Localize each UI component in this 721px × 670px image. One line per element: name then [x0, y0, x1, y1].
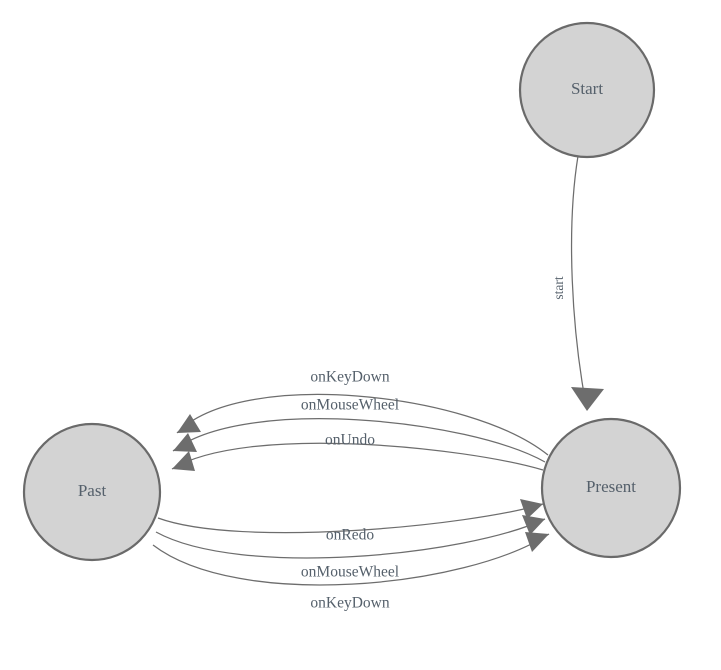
edge-label-onmousewheel-top: onMouseWheel: [301, 397, 399, 414]
edge-path: [176, 393, 549, 456]
node-past[interactable]: Past: [22, 422, 162, 562]
edge-present-to-past-onkeydown[interactable]: [176, 393, 549, 456]
edge-label-onkeydown-bottom: onKeyDown: [310, 595, 389, 612]
node-label: Start: [571, 79, 603, 98]
edge-present-to-past-onmousewheel[interactable]: [172, 418, 546, 463]
edge-group-present-to-past: [171, 393, 549, 471]
edge-path: [570, 155, 587, 406]
edge-label-onmousewheel-bottom: onMouseWheel: [301, 564, 399, 581]
edge-past-to-present-onredo[interactable]: [157, 499, 544, 534]
node-shape: [22, 422, 162, 562]
edge-group-past-to-present: [152, 499, 550, 586]
edge-path: [157, 503, 544, 534]
arrow-head-icon: [571, 387, 604, 411]
node-label: Present: [586, 477, 636, 496]
edge-start-to-present[interactable]: [570, 155, 604, 411]
edge-path: [155, 518, 546, 559]
edge-label-group: start onKeyDown onMouseWheel onUndo onRe…: [301, 276, 566, 611]
node-label: Past: [78, 481, 107, 500]
edge-present-to-past-onundo[interactable]: [171, 442, 544, 471]
arrow-head-icon: [173, 433, 197, 452]
edge-path: [152, 533, 550, 586]
node-shape: [518, 21, 656, 159]
edge-path: [172, 418, 546, 463]
arrow-head-icon: [520, 499, 543, 519]
edge-label-start: start: [551, 276, 566, 299]
arrow-head-icon: [522, 515, 545, 535]
edge-path: [171, 442, 544, 471]
edge-past-to-present-onmousewheel[interactable]: [155, 515, 546, 559]
arrow-head-icon: [525, 532, 549, 552]
edge-label-onredo: onRedo: [326, 527, 374, 544]
node-present[interactable]: Present: [540, 417, 682, 559]
arrow-head-icon: [177, 414, 201, 433]
node-start[interactable]: Start: [518, 21, 656, 159]
edge-label-onundo: onUndo: [325, 432, 375, 449]
node-shape: [540, 417, 682, 559]
edge-label-onkeydown-top: onKeyDown: [310, 369, 389, 386]
arrow-head-icon: [172, 451, 195, 471]
edge-past-to-present-onkeydown[interactable]: [152, 532, 550, 586]
